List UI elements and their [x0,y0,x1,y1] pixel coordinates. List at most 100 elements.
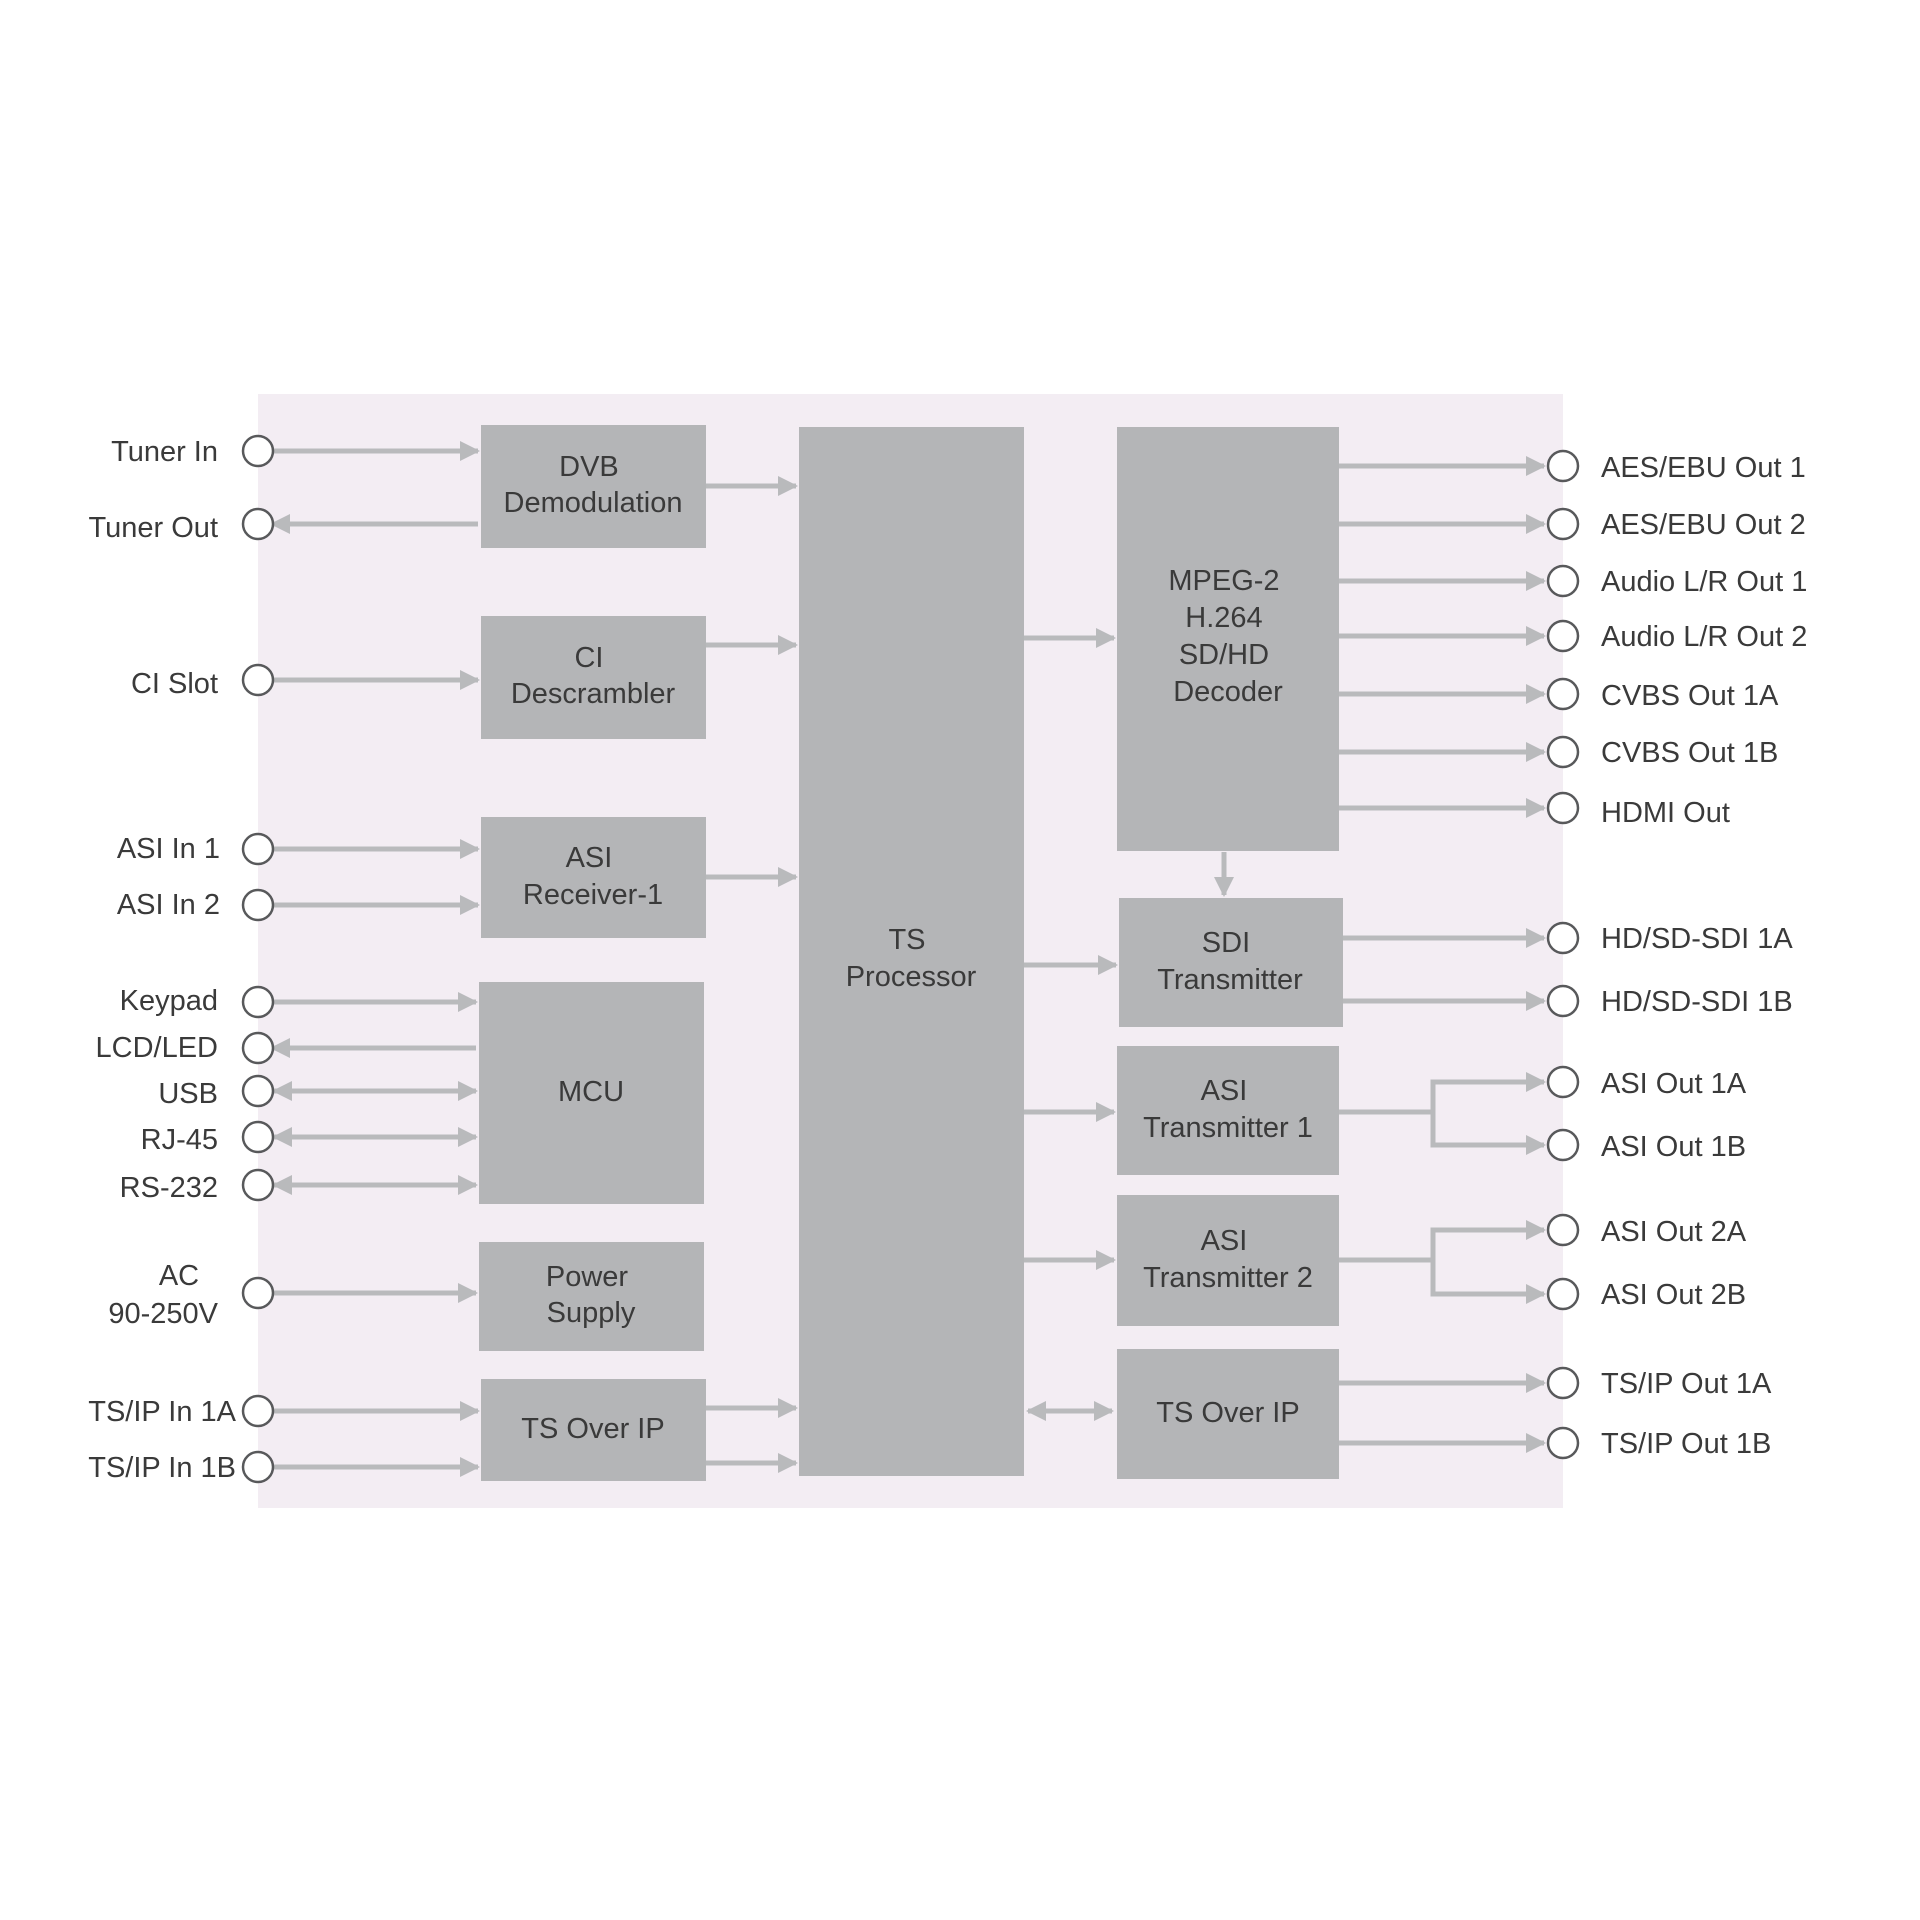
input-ports [241,434,275,1484]
port-asi1b [1546,1128,1580,1162]
label-hdmi: HDMI Out [1601,797,1730,829]
svg-text:ASI Receiver-1: ASI Receiver-1 [523,842,663,911]
asi-rx-label-1: ASI [566,842,613,874]
label-asi-in-2: ASI In 2 [117,889,220,921]
power-supply-block [479,1242,704,1351]
port-rs232 [241,1168,275,1202]
svg-text:MCU: MCU [558,1076,624,1108]
ci-label-2: Descrambler [511,678,676,710]
label-tuner-out: Tuner Out [89,512,218,544]
svg-text:MPEG-2 H.264 SD/HD: MPEG-2 H.264 SD/HD Decoder [1168,565,1287,708]
label-tsip-in-1a: TS/IP In 1A [88,1396,236,1428]
port-cvbs1b [1546,735,1580,769]
svg-text:CI Descrambler: CI Descrambler [511,642,676,710]
svg-text:TS Processor: TS Processor [846,924,977,993]
asi-tx1-label-2: Transmitter 1 [1143,1112,1313,1144]
port-ac [241,1276,275,1310]
asi-transmitter-1-block [1117,1046,1339,1175]
label-aes2: AES/EBU Out 2 [1601,509,1806,541]
dvb-label-1: DVB [559,451,619,483]
svg-text:DVB Demodulation: DVB Demodulation [504,451,683,519]
decoder-label-2: H.264 [1185,602,1262,634]
asi-rx-label-2: Receiver-1 [523,879,663,911]
port-tuner-out [241,507,275,541]
power-label-1: Power [546,1261,629,1293]
sdi-transmitter-block [1119,898,1343,1027]
ci-descrambler-block [481,616,706,739]
output-ports [1546,449,1580,1460]
ts-proc-label-2: Processor [846,961,977,993]
port-aes1 [1546,449,1580,483]
label-ac-1: AC [159,1260,199,1292]
mcu-block [479,982,704,1204]
mcu-label: MCU [558,1076,624,1108]
svg-text:ASI Transmitter 1: ASI Transmitter 1 [1143,1075,1313,1144]
sdi-label-1: SDI [1202,927,1250,959]
label-asi2a: ASI Out 2A [1601,1216,1747,1248]
label-sdi1b: HD/SD-SDI 1B [1601,986,1793,1018]
port-asi-in-2 [241,888,275,922]
port-rj45 [241,1120,275,1154]
ci-label-1: CI [574,642,603,674]
port-asi2b [1546,1277,1580,1311]
wire-asi2b [1430,1228,1546,1304]
label-audio2: Audio L/R Out 2 [1601,621,1807,653]
svg-text:SDI Transmitter: SDI Transmitter [1157,927,1303,996]
port-tsip1a [1546,1366,1580,1400]
label-ac-2: 90-250V [108,1298,218,1330]
asi-tx2-label-2: Transmitter 2 [1143,1262,1313,1294]
wire-asi1b [1430,1080,1546,1155]
asi-transmitter-2-block [1117,1195,1339,1326]
asi-tx2-label-1: ASI [1201,1225,1248,1257]
svg-text:TS Over IP: TS Over IP [1156,1397,1299,1429]
label-rj45: RJ-45 [141,1124,218,1156]
connections [270,441,1546,1477]
port-asi2a [1546,1213,1580,1247]
port-asi-in-1 [241,832,275,866]
ts-proc-label-1: TS [888,924,925,956]
blocks: DVB Demodulation CI Descrambler ASI Rece… [479,425,1343,1481]
port-lcd-led [241,1031,275,1065]
sdi-label-2: Transmitter [1157,964,1303,996]
port-sdi1b [1546,984,1580,1018]
label-cvbs1a: CVBS Out 1A [1601,680,1779,712]
label-cvbs1b: CVBS Out 1B [1601,737,1778,769]
svg-text:ASI Transmitter 2: ASI Transmitter 2 [1143,1225,1313,1294]
dvb-label-2: Demodulation [504,487,683,519]
port-tuner-in [241,434,275,468]
port-tsip-in-1a [241,1394,275,1428]
port-sdi1a [1546,921,1580,955]
port-ci-slot [241,663,275,697]
label-audio1: Audio L/R Out 1 [1601,566,1807,598]
label-aes1: AES/EBU Out 1 [1601,452,1806,484]
label-tsip1a: TS/IP Out 1A [1601,1368,1772,1400]
port-asi1a [1546,1065,1580,1099]
ts-over-ip-in-block [481,1379,706,1481]
label-tuner-in: Tuner In [111,436,218,468]
tsoip-in-label: TS Over IP [521,1413,664,1445]
port-audio1 [1546,564,1580,598]
label-asi1a: ASI Out 1A [1601,1068,1747,1100]
port-keypad [241,985,275,1019]
power-label-2: Supply [547,1297,636,1329]
label-rs232: RS-232 [120,1172,218,1204]
label-lcd-led: LCD/LED [96,1032,219,1064]
output-labels: AES/EBU Out 1 AES/EBU Out 2 Audio L/R Ou… [1601,452,1807,1460]
ts-over-ip-out-block [1117,1349,1339,1479]
asi-tx1-label-1: ASI [1201,1075,1248,1107]
label-tsip1b: TS/IP Out 1B [1601,1428,1771,1460]
port-usb [241,1074,275,1108]
ts-processor-block [799,427,1024,1476]
svg-text:Power Supply: Power Supply [546,1261,636,1329]
dvb-demodulation-block [481,425,706,548]
input-labels: Tuner In Tuner Out CI Slot ASI In 1 ASI … [88,436,236,1484]
asi-receiver-block [481,817,706,938]
label-asi1b: ASI Out 1B [1601,1131,1746,1163]
decoder-block [1117,427,1339,851]
decoder-label-1: MPEG-2 [1168,565,1279,597]
label-asi-in-1: ASI In 1 [117,833,220,865]
label-ci-slot: CI Slot [131,668,218,700]
port-tsip1b [1546,1426,1580,1460]
port-tsip-in-1b [241,1450,275,1484]
